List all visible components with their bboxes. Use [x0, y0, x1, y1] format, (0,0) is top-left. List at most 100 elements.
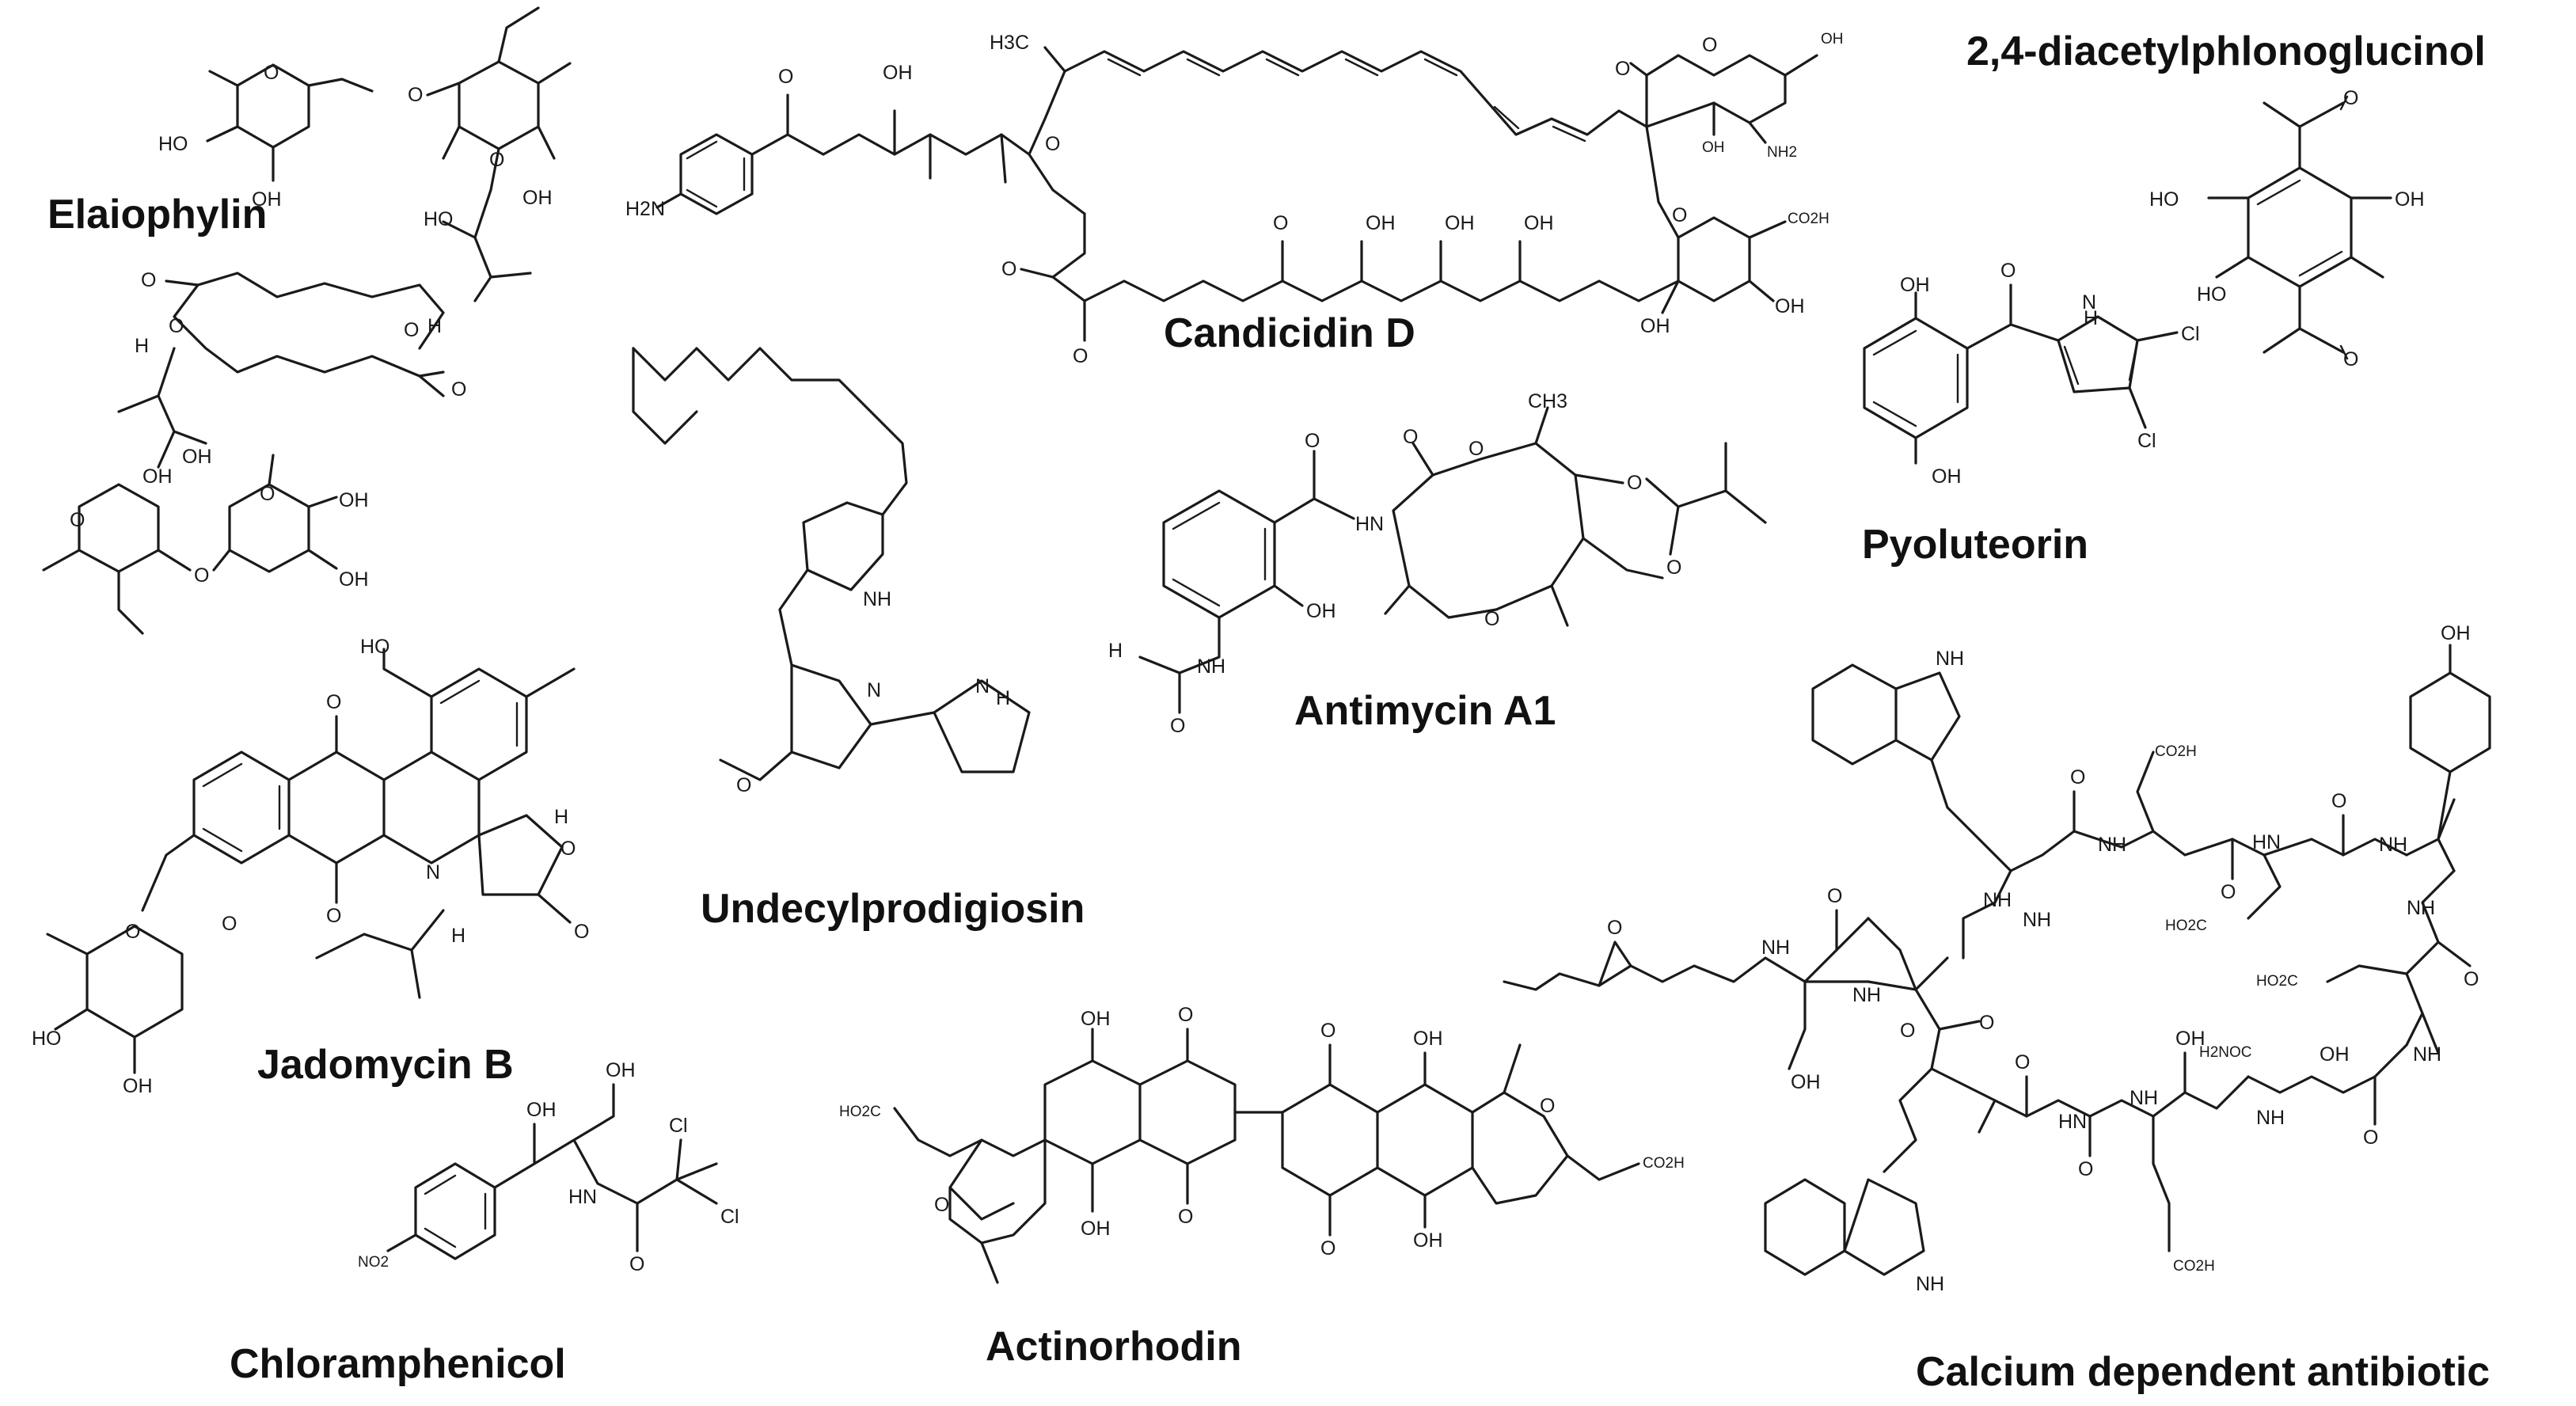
atom-label: NH — [2407, 897, 2435, 919]
atom-label: NH — [1197, 656, 1225, 678]
actinorhodin-structure: HO2C O OH OH O O O O OH OH O CO2H Actino… — [839, 1004, 1685, 1370]
atom-label: NH — [1761, 937, 1790, 959]
atom-label: OH — [1081, 1008, 1111, 1030]
atom-label: CH3 — [1528, 390, 1567, 412]
atom-label: O — [1403, 426, 1418, 448]
atom-label: O — [1672, 204, 1687, 226]
atom-label: NO2 — [358, 1254, 389, 1271]
atom-label: O — [2331, 790, 2346, 812]
atom-label: NH — [2130, 1087, 2158, 1109]
compound-name-dapg: 2,4-diacetylphlonoglucinol — [1966, 28, 2486, 74]
atom-label: OH — [526, 1099, 557, 1121]
atom-label: O — [451, 378, 466, 401]
atom-label: HO — [158, 133, 188, 155]
atom-label: O — [141, 269, 156, 291]
atom-label: H — [451, 925, 465, 947]
atom-label: HN — [2058, 1111, 2087, 1133]
atom-label: OH — [1932, 466, 1962, 488]
atom-label: O — [1320, 1237, 1335, 1260]
atom-label: OH — [1524, 212, 1554, 234]
compound-name-chloramphenicol: Chloramphenicol — [230, 1341, 566, 1387]
atom-label: O — [2464, 968, 2479, 990]
atom-label: OH — [606, 1059, 636, 1081]
atom-label: OH — [1821, 31, 1844, 48]
atom-label: O — [70, 509, 85, 531]
atom-label: O — [222, 913, 237, 935]
atom-label: O — [1178, 1206, 1193, 1228]
atom-label: CO2H — [1643, 1155, 1685, 1172]
atom-label: O — [934, 1194, 949, 1216]
undecylprodigiosin-structure: NH N O H N Undecylprodigiosin — [632, 347, 1085, 932]
atom-label: O — [574, 921, 589, 943]
atom-label: O — [1170, 715, 1185, 737]
atom-label: O — [1607, 917, 1622, 939]
atom-label: HN — [568, 1186, 597, 1208]
atom-label: O — [326, 691, 341, 713]
compound-name-jadomycin: Jadomycin B — [257, 1042, 514, 1088]
atom-label: HO — [360, 636, 390, 658]
atom-label: OH — [1445, 212, 1475, 234]
atom-label: OH — [1366, 212, 1396, 234]
atom-label: N — [975, 675, 990, 697]
atom-label: NH2 — [1767, 144, 1797, 161]
atom-label: NH — [2256, 1107, 2285, 1129]
atom-label: NH — [2023, 909, 2051, 931]
atom-label: CO2H — [2173, 1258, 2215, 1275]
atom-label: H — [996, 687, 1010, 709]
atom-label: NH — [1983, 889, 2012, 911]
atom-label: O — [2363, 1127, 2378, 1149]
atom-label: OH — [2320, 1043, 2350, 1066]
atom-label: O — [169, 315, 184, 337]
atom-label: H3C — [990, 32, 1029, 54]
atom-label: N — [867, 679, 881, 701]
atom-label: OH — [252, 188, 282, 211]
atom-label: O — [1666, 557, 1681, 579]
atom-label: HN — [1355, 513, 1384, 535]
antimycin-structure: O HN OH NH H O O O CH3 O O O Antimycin A… — [1108, 390, 1767, 737]
atom-label: O — [264, 62, 279, 84]
atom-label: HN — [2252, 831, 2281, 853]
atom-label: CO2H — [2155, 743, 2197, 760]
compound-name-antimycin: Antimycin A1 — [1294, 688, 1556, 734]
atom-label: O — [1001, 258, 1016, 280]
atom-label: H — [427, 315, 442, 337]
atom-label: O — [736, 774, 751, 796]
chloramphenicol-structure: NO2 OH OH HN O Cl Cl Chloramphenicol — [230, 1059, 739, 1387]
atom-label: Cl — [720, 1206, 739, 1228]
atom-label: OH — [1306, 600, 1336, 622]
atom-label: HO2C — [2256, 973, 2298, 990]
atom-label: OH — [2441, 622, 2471, 644]
atom-label: O — [260, 483, 275, 505]
atom-label: OH — [1900, 274, 1930, 296]
atom-label: O — [1484, 608, 1499, 630]
atom-label: O — [1073, 345, 1088, 367]
atom-label: O — [1178, 1004, 1193, 1026]
atom-label: O — [1273, 212, 1288, 234]
atom-label: OH — [1081, 1218, 1111, 1240]
atom-label: Cl — [2137, 430, 2156, 452]
atom-label: O — [2343, 87, 2358, 109]
atom-label: HO — [424, 208, 454, 230]
atom-label: O — [1827, 885, 1842, 907]
atom-label: O — [2221, 881, 2236, 903]
atom-label: O — [326, 905, 341, 927]
atom-label: O — [408, 84, 423, 106]
atom-label: NH — [863, 588, 891, 610]
atom-label: O — [560, 838, 576, 860]
compound-name-elaiophylin: Elaiophylin — [47, 192, 267, 238]
dapg-structure: O O HO OH HO 2,4-diacetylphlonoglucinol — [1966, 28, 2486, 370]
atom-label: O — [404, 319, 419, 341]
atom-label: OH — [883, 62, 913, 84]
atom-label: O — [125, 921, 140, 943]
atom-label: O — [1045, 133, 1060, 155]
atom-label: H — [135, 335, 149, 357]
atom-label: Cl — [2181, 323, 2200, 345]
atom-label: OH — [1775, 295, 1805, 317]
atom-label: Cl — [669, 1115, 688, 1137]
atom-label: OH — [2395, 188, 2425, 211]
atom-label: OH — [1413, 1028, 1443, 1050]
compound-name-undecylprodigiosin: Undecylprodigiosin — [701, 886, 1085, 932]
compound-name-candicidin: Candicidin D — [1164, 310, 1415, 356]
elaiophylin-structure: O HO OH O O OH HO O O O O H H OH OH O O … — [42, 6, 572, 635]
